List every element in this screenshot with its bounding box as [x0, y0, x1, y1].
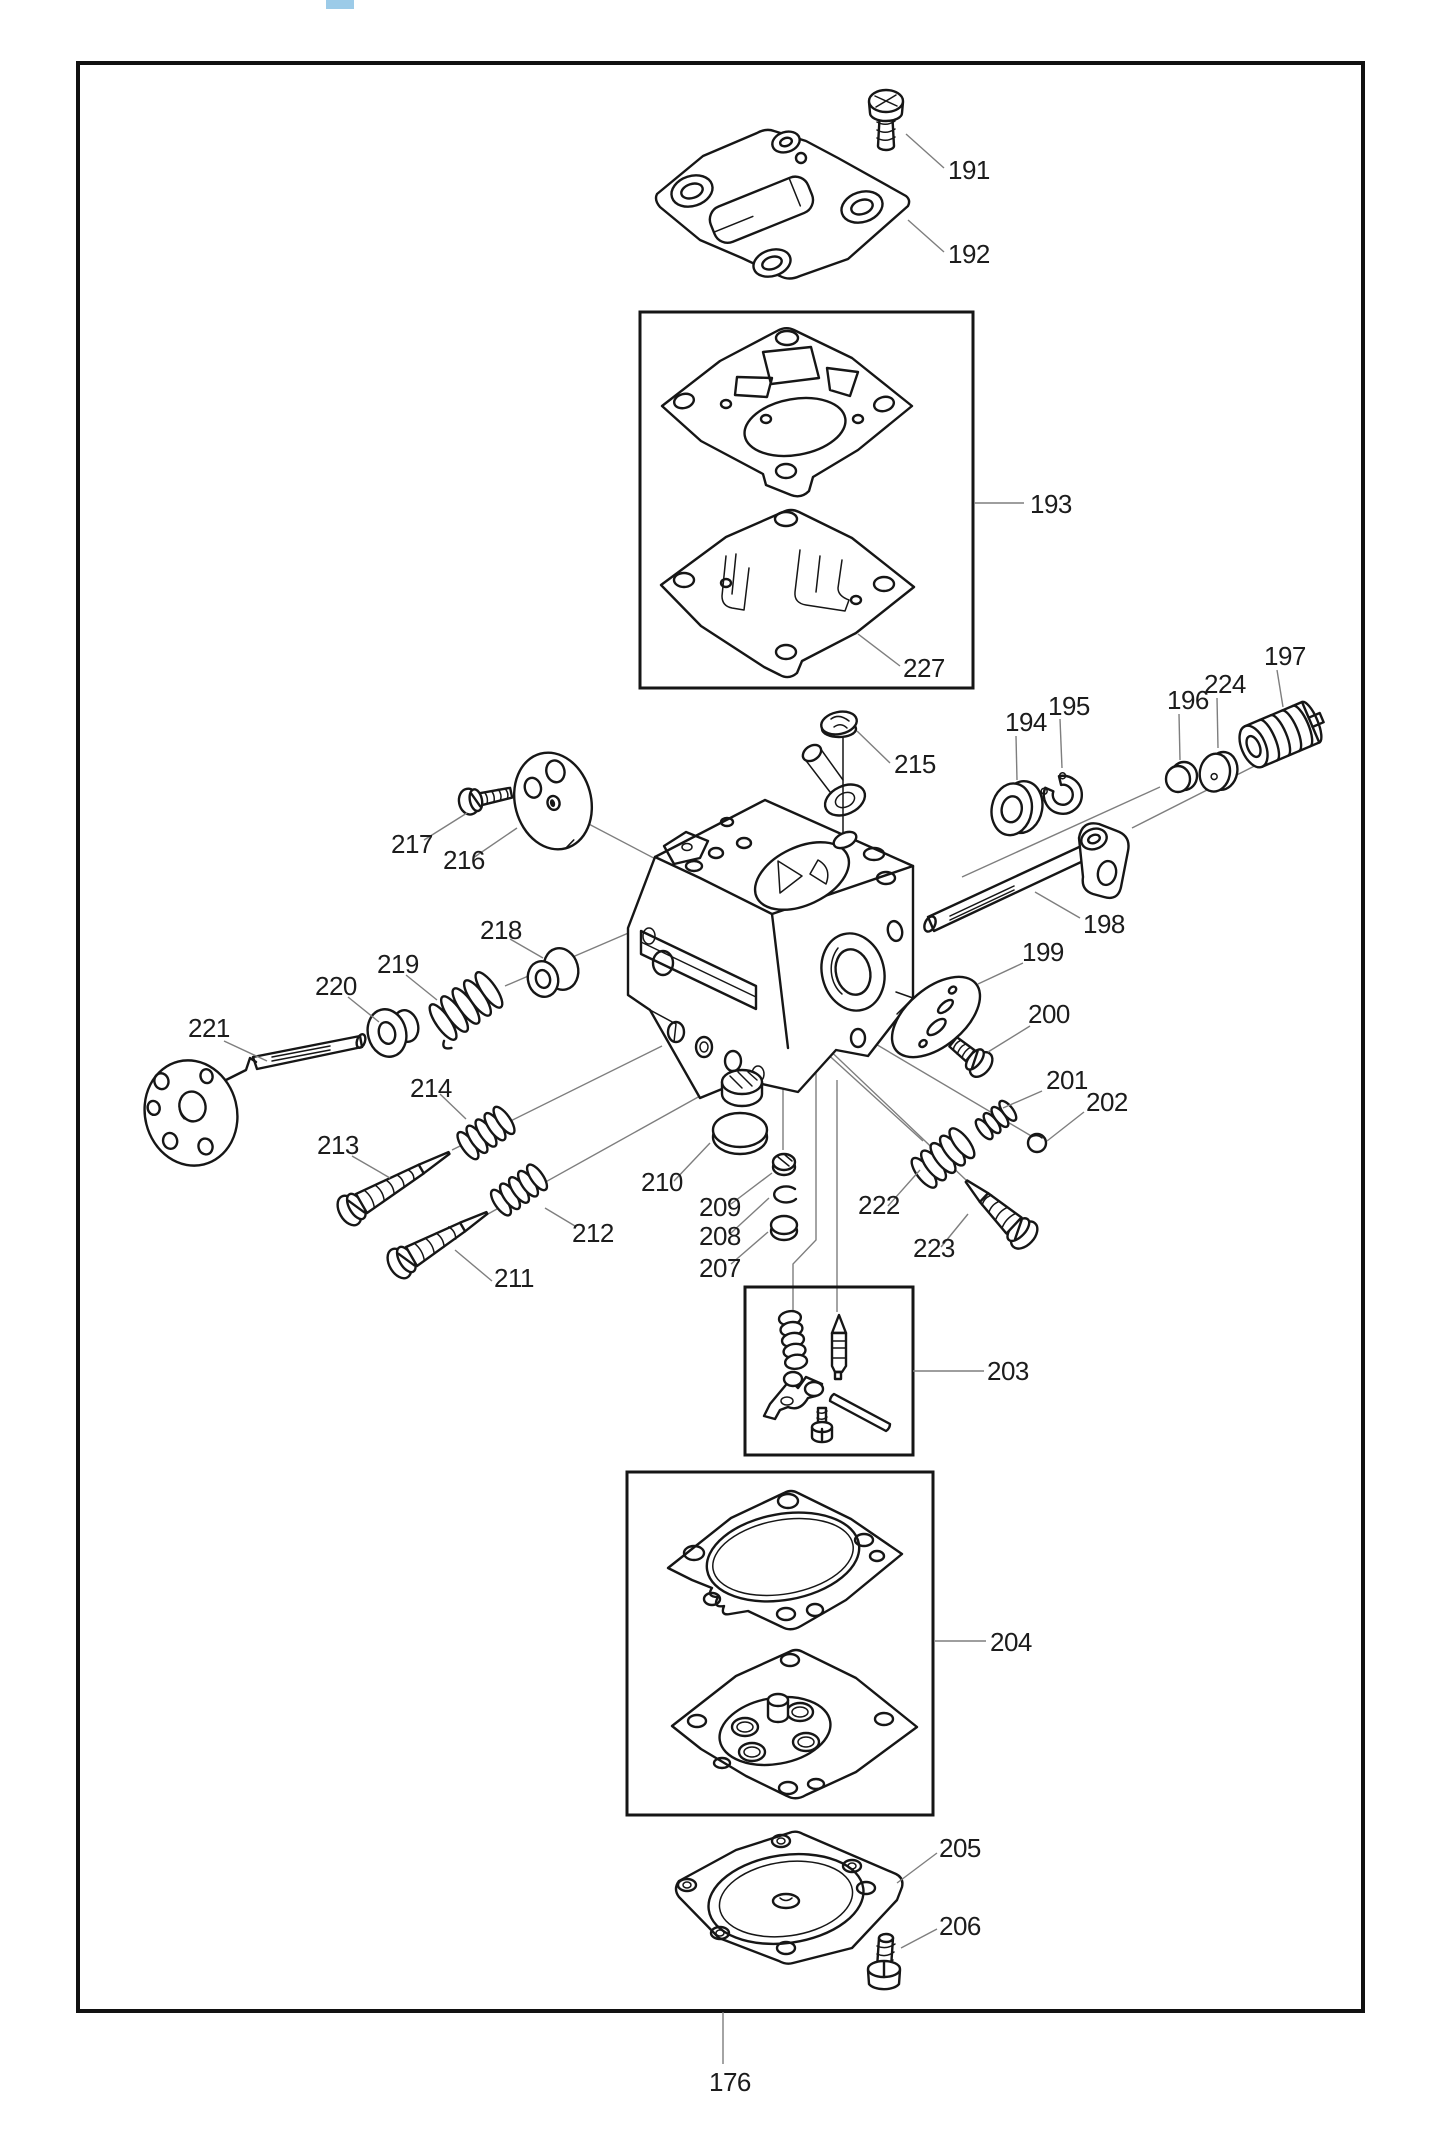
part-label-221: 221: [188, 1013, 230, 1043]
part-200-screw: [948, 1035, 994, 1078]
carburetor-body: [626, 743, 915, 1100]
part-203-needle-valve-kit: [762, 1309, 892, 1444]
part-210-screen-cup: [720, 1068, 764, 1108]
part-209-plug: [771, 1152, 797, 1177]
part-label-227: 227: [903, 653, 945, 683]
part-label-199: 199: [1022, 937, 1064, 967]
part-212-spring: [489, 1163, 549, 1217]
accent-mark: [326, 0, 354, 9]
kit-box-193: [638, 310, 975, 690]
part-204-pump-diaphragm: [670, 1648, 919, 1800]
part-202-ball: [1026, 1132, 1048, 1154]
part-label-216: 216: [443, 845, 485, 875]
part-214-spring: [456, 1105, 516, 1161]
part-label-202: 202: [1086, 1087, 1128, 1117]
part-208-ring: [772, 1185, 798, 1204]
part-220-bushing: [366, 1008, 420, 1058]
part-label-207: 207: [699, 1253, 741, 1283]
part-223-screw: [964, 1179, 1039, 1250]
part-label-211: 211: [494, 1263, 534, 1293]
part-211-adjusting-screw: [386, 1210, 489, 1280]
part-label-219: 219: [377, 949, 419, 979]
part-192-cover-plate: [654, 128, 911, 280]
part-213-adjusting-screw: [336, 1150, 451, 1227]
part-193-gasket: [660, 327, 914, 498]
part-label-196: 196: [1167, 685, 1209, 715]
part-label-192: 192: [948, 239, 990, 269]
part-221-choke-shaft: [143, 1033, 367, 1167]
part-label-222: 222: [858, 1190, 900, 1220]
part-label-195: 195: [1048, 691, 1090, 721]
part-label-203: 203: [987, 1356, 1029, 1386]
part-label-208: 208: [699, 1221, 741, 1251]
part-label-210: 210: [641, 1167, 683, 1197]
part-label-194: 194: [1005, 707, 1047, 737]
part-195-e-clip: [1040, 772, 1083, 815]
part-191-screw: [867, 88, 905, 152]
part-196-ball-plug: [1164, 760, 1199, 794]
part-label-198: 198: [1083, 909, 1125, 939]
part-label-220: 220: [315, 971, 357, 1001]
part-label-213: 213: [317, 1130, 359, 1160]
part-label-191: 191: [948, 155, 990, 185]
leader-lines: [223, 133, 1284, 2064]
kit-box-204: [625, 1470, 935, 1817]
part-label-206: 206: [939, 1911, 981, 1941]
part-217-screw: [457, 786, 514, 816]
part-194-washer: [990, 780, 1044, 837]
part-219-spring: [428, 971, 504, 1050]
part-label-217: 217: [391, 829, 433, 859]
part-216-choke-plate: [512, 751, 594, 851]
diagram-frame: [76, 61, 1365, 2013]
part-label-209: 209: [699, 1192, 741, 1222]
part-label-224: 224: [1204, 669, 1246, 699]
part-207-plug: [769, 1214, 799, 1242]
part-215-valve: [820, 710, 858, 850]
part-label-204: 204: [990, 1627, 1032, 1657]
part-label-223: 223: [913, 1233, 955, 1263]
part-label-212: 212: [572, 1218, 614, 1248]
part-label-215: 215: [894, 749, 936, 779]
part-204-pump-gasket: [666, 1489, 904, 1631]
part-205-pump-cover: [674, 1830, 904, 1965]
part-label-218: 218: [480, 915, 522, 945]
part-218-bushing: [526, 947, 580, 999]
part-227-diaphragm: [659, 508, 916, 679]
part-198-throttle-shaft: [923, 822, 1130, 933]
part-206-screw: [866, 1932, 902, 1991]
part-label-193: 193: [1030, 489, 1072, 519]
part-label-200: 200: [1028, 999, 1070, 1029]
part-201-spring: [974, 1099, 1018, 1141]
part-222-spring: [910, 1127, 976, 1189]
part-label-214: 214: [410, 1073, 452, 1103]
part-label-197: 197: [1264, 641, 1306, 671]
part-labels: 191 192 193 227 215 217 216 218 219 220 …: [188, 155, 1306, 2097]
part-197-knurled-plug: [1238, 700, 1325, 769]
part-label-205: 205: [939, 1833, 981, 1863]
part-210-welch-plug: [711, 1111, 769, 1156]
part-224-disc: [1198, 750, 1239, 793]
part-label-176: 176: [709, 2067, 751, 2097]
part-label-201: 201: [1046, 1065, 1088, 1095]
